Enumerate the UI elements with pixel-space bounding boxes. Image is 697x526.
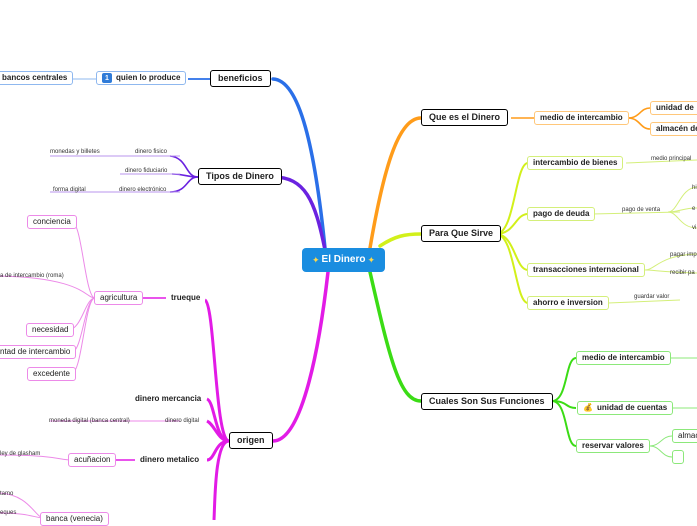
hi-node[interactable]: hi [692, 184, 697, 191]
bancos-centrales-node[interactable]: bancos centrales [0, 71, 74, 85]
conciencia-node[interactable]: conciencia [27, 215, 77, 229]
ley-de-glasham-node[interactable]: ley de glasham [0, 450, 41, 457]
moneda-digital-node[interactable]: moneda digital (banca central) [49, 417, 130, 424]
recibir-pa-node[interactable]: recibir pa [670, 269, 695, 276]
unidad-de-node[interactable]: unidad de [650, 101, 697, 115]
reservar-valores-node[interactable]: reservar valores [576, 439, 650, 453]
quien-lo-produce-label: quien lo produce [116, 73, 181, 82]
forma-digital-node[interactable]: forma digital [53, 186, 86, 193]
tamo-node[interactable]: tamo [0, 490, 14, 497]
agricultura-node[interactable]: agricultura [94, 291, 144, 305]
unidad-de-cuentas-node[interactable]: 💰 unidad de cuentas [577, 401, 674, 415]
root-label: El Dinero [321, 254, 366, 265]
quien-lo-produce-node[interactable]: 1 quien lo produce [96, 71, 187, 85]
dinero-metalico-node[interactable]: dinero metalico [135, 453, 205, 467]
unidad-de-cuentas-label: unidad de cuentas [596, 403, 668, 412]
almacen-de-node[interactable]: almacén de [650, 122, 697, 136]
root-node[interactable]: ✦ El Dinero ✦ [302, 248, 385, 272]
banca-venecia-node[interactable]: banca (venecia) [40, 512, 109, 526]
medida-intercambio-roma-node[interactable]: a de intercambio (roma) [0, 272, 64, 279]
mante-node[interactable] [672, 450, 684, 464]
branch-beneficios [271, 77, 327, 250]
tipos-de-dinero-node[interactable]: Tipos de Dinero [198, 168, 282, 185]
cuales-son-sus-funciones-node[interactable]: Cuales Son Sus Funciones [421, 393, 553, 410]
medio-principal-node[interactable]: medio principal [651, 155, 692, 162]
para-que-sirve-node[interactable]: Para Que Sirve [421, 225, 502, 242]
dinero-fiduciario-node[interactable]: dinero fiduciario [125, 167, 168, 174]
pago-de-venta-node[interactable]: pago de venta [622, 206, 661, 213]
medio-intercambio-node[interactable]: medio de intercambio [534, 111, 629, 125]
trueque-node[interactable]: trueque [166, 291, 206, 305]
star-icon: ✦ [312, 254, 320, 265]
e-node[interactable]: e [692, 205, 696, 212]
dinero-electronico-node[interactable]: dinero electrónico [119, 186, 167, 193]
number-one-icon: 1 [102, 73, 112, 83]
almac-node[interactable]: almac [672, 429, 697, 443]
branch-sirve [378, 232, 423, 248]
branch-que [368, 116, 423, 250]
pagar-imp-node[interactable]: pagar imp [670, 251, 697, 258]
necesidad-node[interactable]: necesidad [26, 323, 75, 337]
vi-node[interactable]: vi [692, 224, 697, 231]
eques-node[interactable]: eques [0, 509, 17, 516]
dinero-fisico-node[interactable]: dinero fisico [135, 148, 168, 155]
transacciones-internacional-node[interactable]: transacciones internacional [527, 263, 645, 277]
star-icon: ✦ [367, 254, 375, 265]
beneficios-node[interactable]: beneficios [210, 70, 271, 87]
monedas-y-billetes-node[interactable]: monedas y billetes [50, 148, 100, 155]
money-bag-icon: 💰 [583, 403, 593, 412]
intercambio-de-bienes-node[interactable]: intercambio de bienes [527, 156, 624, 170]
guardar-valor-node[interactable]: guardar valor [634, 293, 670, 300]
funcion-medio-intercambio-node[interactable]: medio de intercambio [576, 351, 671, 365]
que-es-el-dinero-node[interactable]: Que es el Dinero [421, 109, 509, 126]
origen-node[interactable]: origen [229, 432, 273, 449]
branch-origen [271, 270, 330, 443]
excedente-node[interactable]: excedente [27, 367, 76, 381]
cantidad-intercambio-node[interactable]: ntad de intercambio [0, 345, 77, 359]
ahorro-e-inversion-node[interactable]: ahorro e inversion [527, 296, 609, 310]
dinero-mercancia-node[interactable]: dinero mercancia [130, 392, 207, 406]
dinero-digital-node[interactable]: dinero digital [165, 417, 200, 424]
acunacion-node[interactable]: acuñacion [68, 453, 117, 467]
pago-de-deuda-node[interactable]: pago de deuda [527, 207, 596, 221]
branch-funciones [368, 270, 423, 403]
branch-tipos [271, 175, 327, 252]
